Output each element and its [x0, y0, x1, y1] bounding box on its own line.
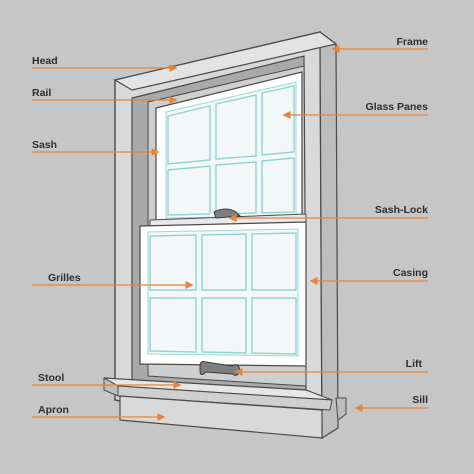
label-lift: Lift — [405, 358, 422, 370]
upper-sash — [155, 71, 303, 227]
label-glass-panes: Glass Panes — [365, 101, 428, 113]
label-frame: Frame — [396, 36, 428, 48]
stool — [103, 377, 333, 411]
upper-grille — [167, 85, 295, 216]
label-sash-lock: Sash-Lock — [374, 204, 428, 216]
apron — [119, 395, 323, 439]
label-sill: Sill — [412, 394, 428, 406]
label-apron: Apron — [38, 404, 69, 416]
leader-lines — [32, 45, 428, 421]
lower-sash — [139, 221, 307, 367]
sill — [335, 397, 347, 421]
label-sash: Sash — [32, 139, 58, 151]
label-stool: Stool — [38, 372, 65, 384]
label-rail: Rail — [32, 87, 52, 99]
label-grilles: Grilles — [48, 272, 81, 284]
lower-grille — [149, 232, 297, 355]
label-head: Head — [32, 55, 58, 67]
label-casing: Casing — [392, 267, 428, 279]
